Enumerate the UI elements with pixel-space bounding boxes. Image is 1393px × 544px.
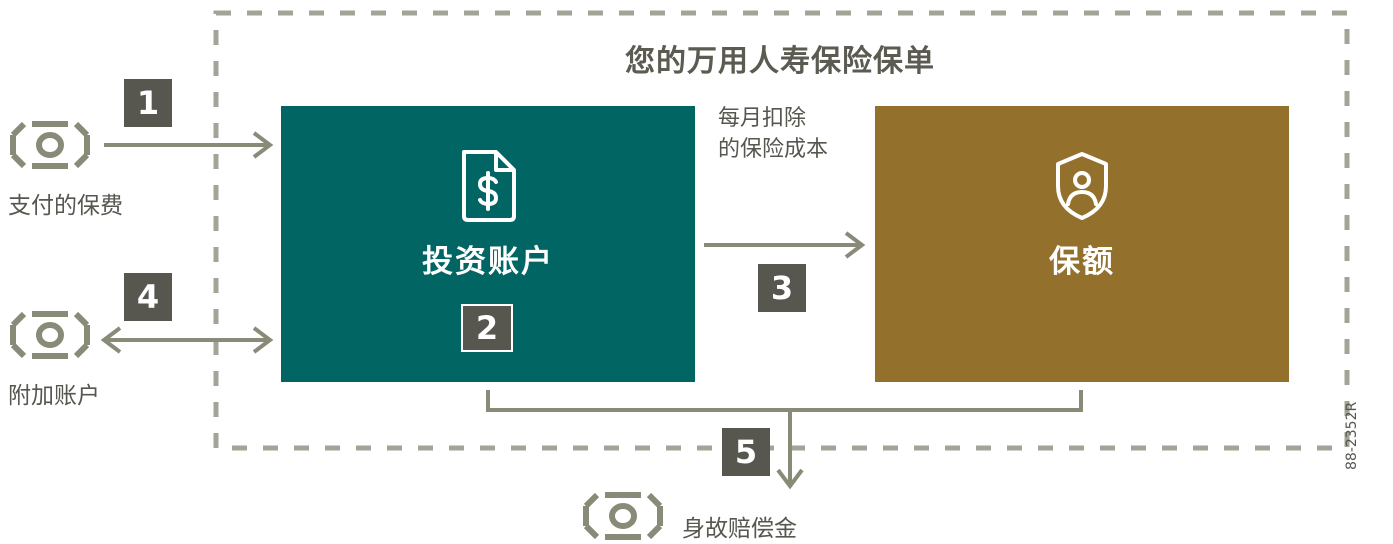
death-benefit-label: 保额	[1049, 244, 1115, 280]
shield-person-icon	[1050, 146, 1114, 226]
monthly-deduction-line1: 每月扣除	[718, 106, 807, 131]
additional-account-arrow	[100, 326, 274, 354]
investment-account-label: 投资账户	[422, 244, 554, 280]
step-5-badge: 5	[722, 428, 770, 476]
step-1-badge: 1	[124, 79, 172, 127]
step-2-badge: 2	[461, 304, 513, 352]
death-payout-bracket	[486, 390, 1083, 490]
additional-account-label: 附加账户	[8, 383, 100, 409]
cost-deduction-arrow	[704, 231, 866, 259]
money-icon	[10, 311, 90, 359]
premium-arrow	[104, 131, 274, 159]
step-4-badge: 4	[124, 273, 172, 321]
death-benefit-box: 保额	[875, 106, 1289, 382]
step-3-badge: 3	[758, 264, 806, 312]
document-id: 88-2352R	[1344, 401, 1360, 470]
monthly-deduction-note: 每月扣除 的保险成本	[718, 103, 828, 165]
dollar-document-icon	[456, 146, 520, 226]
death-payout-label: 身故赔偿金	[682, 516, 797, 542]
money-icon	[10, 121, 90, 169]
monthly-deduction-line2: 的保险成本	[718, 137, 829, 162]
policy-title: 您的万用人寿保险保单	[625, 44, 935, 79]
money-icon	[583, 492, 663, 540]
premium-label: 支付的保费	[8, 193, 123, 219]
policy-boundary	[213, 10, 1350, 451]
